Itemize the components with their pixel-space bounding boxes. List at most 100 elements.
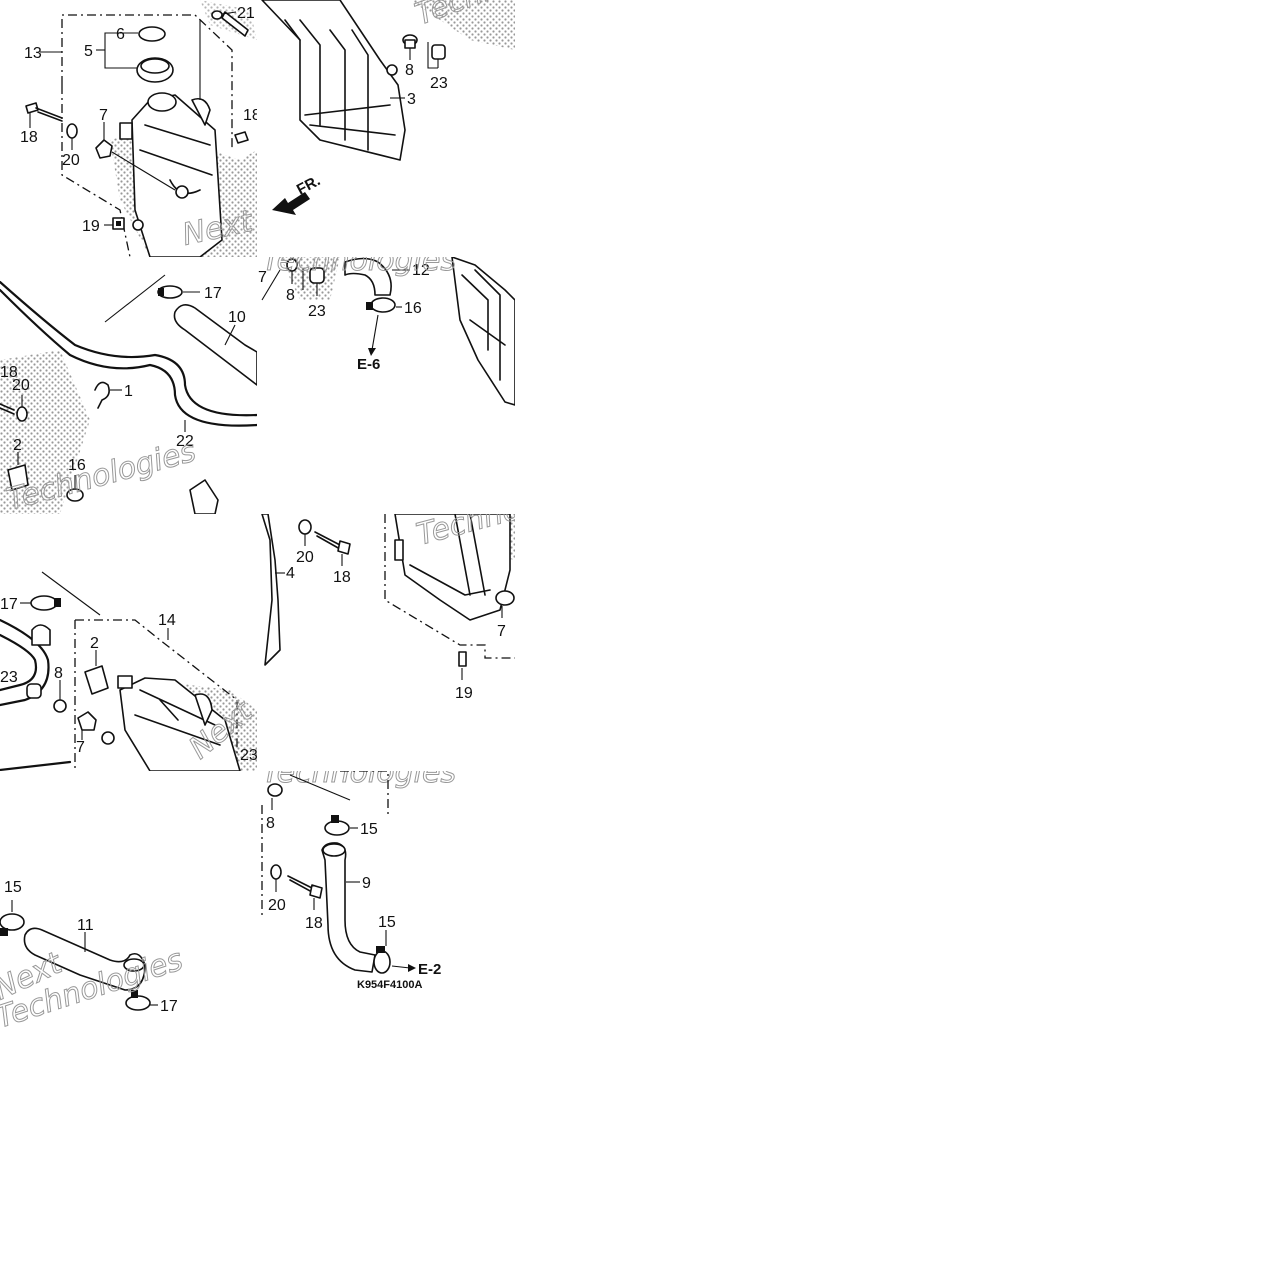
label-23: 23 bbox=[430, 75, 448, 92]
leader-t5-diag bbox=[41, 571, 101, 616]
label-17-t5: 17 bbox=[0, 596, 18, 613]
tank-14-hole bbox=[101, 731, 115, 745]
arrow-e2-icon bbox=[408, 964, 416, 972]
shroud-ribs bbox=[304, 104, 396, 136]
tile-overflow-hose: 22 17 10 1 20 18 2 16 Technologies bbox=[0, 274, 257, 514]
bolt-18-right-head bbox=[234, 131, 249, 144]
tank-14-port bbox=[194, 693, 213, 726]
radiator-tab-t6 bbox=[394, 539, 404, 561]
bolt-18-t6 bbox=[314, 531, 341, 550]
tile-lower-hose-11: 15 11 17 Next Technologies bbox=[0, 879, 188, 1028]
front-label: FR. bbox=[294, 172, 323, 198]
bolt-18-t8-head bbox=[309, 884, 323, 899]
collar-8-t8 bbox=[267, 783, 283, 797]
dotted-shadow-t2 bbox=[410, 0, 515, 50]
bracket-t8-right bbox=[340, 771, 389, 818]
hose-section-t5 bbox=[0, 633, 38, 692]
label-8-t4: 8 bbox=[286, 287, 295, 304]
label-15-top: 15 bbox=[360, 821, 378, 838]
leader-e2 bbox=[391, 965, 411, 969]
leader-e6-t6 bbox=[238, 640, 255, 650]
leader-10 bbox=[224, 324, 236, 346]
label-7-t4: 7 bbox=[258, 269, 267, 286]
radiator-shroud-3 bbox=[261, 0, 406, 161]
radiator-fins-t6 bbox=[409, 514, 491, 596]
label-12: 12 bbox=[412, 262, 430, 279]
shroud-fins-t4 bbox=[461, 269, 506, 381]
clamp-15-t7-tab bbox=[0, 928, 8, 936]
clamp-17-t5-tab bbox=[54, 598, 61, 607]
label-20-t6: 20 bbox=[296, 549, 314, 566]
bolt-18-head bbox=[25, 102, 39, 114]
label-16-t3: 16 bbox=[68, 457, 86, 474]
label-8-t5: 8 bbox=[54, 665, 63, 682]
hose-clamp-17-t5 bbox=[30, 595, 58, 611]
leader-hose-path bbox=[104, 274, 166, 323]
rubber-pad-2 bbox=[7, 464, 29, 491]
leader-bolt-path bbox=[111, 151, 176, 191]
tile-upper-hose: 7 8 23 12 16 E-6 Technologies bbox=[258, 243, 515, 406]
leader-e6 bbox=[371, 314, 379, 351]
reservoir-cap-top bbox=[140, 58, 170, 74]
leader-21b bbox=[221, 11, 237, 15]
collar-8-body bbox=[404, 39, 416, 49]
washer-20-t3 bbox=[16, 406, 28, 422]
label-15-t7: 15 bbox=[4, 879, 22, 896]
hose-clamp-15-bottom bbox=[373, 950, 391, 974]
ref-e6: E-6 bbox=[357, 356, 380, 373]
ref-e6-t6: E-6 bbox=[200, 632, 223, 649]
grommet-7-t5 bbox=[77, 711, 97, 731]
label-8-t8: 8 bbox=[266, 815, 275, 832]
label-18-t8: 18 bbox=[305, 915, 323, 932]
label-18-right: 18 bbox=[243, 107, 261, 124]
rubber-pad-2-t5 bbox=[84, 665, 109, 695]
leader-t4-a bbox=[261, 269, 281, 301]
label-23-t5b: 23 bbox=[240, 747, 258, 764]
label-11: 11 bbox=[77, 917, 94, 934]
assembly-bracket-t6 bbox=[384, 514, 515, 659]
label-3: 3 bbox=[407, 91, 416, 108]
clamp-17-tab bbox=[158, 288, 164, 296]
label-23-t4: 23 bbox=[308, 303, 326, 320]
radiator-hose-12 bbox=[344, 257, 392, 296]
label-10: 10 bbox=[228, 309, 246, 326]
grommet-7-t6 bbox=[495, 590, 515, 606]
watermark-tech-6: Technologies bbox=[262, 755, 456, 790]
vent-tube bbox=[221, 11, 249, 37]
washer-20-t8 bbox=[270, 864, 282, 880]
radiator-hose-9 bbox=[321, 842, 376, 973]
clamp-15-top-tab bbox=[331, 815, 339, 823]
grommet-7 bbox=[95, 139, 113, 159]
tank-hose-port bbox=[191, 97, 211, 126]
label-1: 1 bbox=[124, 383, 133, 400]
reservoir-tank-14 bbox=[119, 677, 241, 771]
overflow-hose-22 bbox=[0, 288, 257, 427]
hose-end-t5 bbox=[31, 624, 51, 646]
label-2: 2 bbox=[13, 437, 22, 454]
tank-mount-hole bbox=[175, 185, 189, 199]
hose-clamp-15-top bbox=[324, 820, 350, 836]
assembly-bracket-13-lower bbox=[61, 85, 131, 257]
label-18-t3: 18 bbox=[0, 364, 18, 381]
tile-radiator-shroud-4: 4 E-6 20 18 7 19 Technologies bbox=[200, 514, 515, 702]
label-20-t8: 20 bbox=[268, 897, 286, 914]
label-21: 21 bbox=[237, 5, 255, 22]
radiator-hose-11 bbox=[23, 927, 146, 991]
label-20-t3: 20 bbox=[12, 377, 30, 394]
nut-19-core bbox=[116, 221, 121, 226]
tank-14-tab bbox=[117, 675, 133, 689]
label-7-t6: 7 bbox=[497, 623, 506, 640]
clip-19-t6 bbox=[458, 651, 467, 667]
front-arrow-icon bbox=[272, 192, 310, 215]
diagram-code: K954F4100A bbox=[357, 979, 422, 991]
hose-9-top-end bbox=[322, 843, 346, 857]
watermark-tech-3: Technologies bbox=[262, 243, 456, 278]
radiator-shroud-4 bbox=[261, 514, 281, 666]
tile-reservoir-tank: 13 5 6 21 18 20 7 18 bbox=[20, 0, 261, 257]
assembly-bracket-14 bbox=[75, 619, 238, 771]
label-5: 5 bbox=[84, 43, 93, 60]
clamp-16-tab bbox=[366, 302, 373, 310]
label-7: 7 bbox=[99, 107, 108, 124]
shroud-boss bbox=[386, 64, 398, 76]
